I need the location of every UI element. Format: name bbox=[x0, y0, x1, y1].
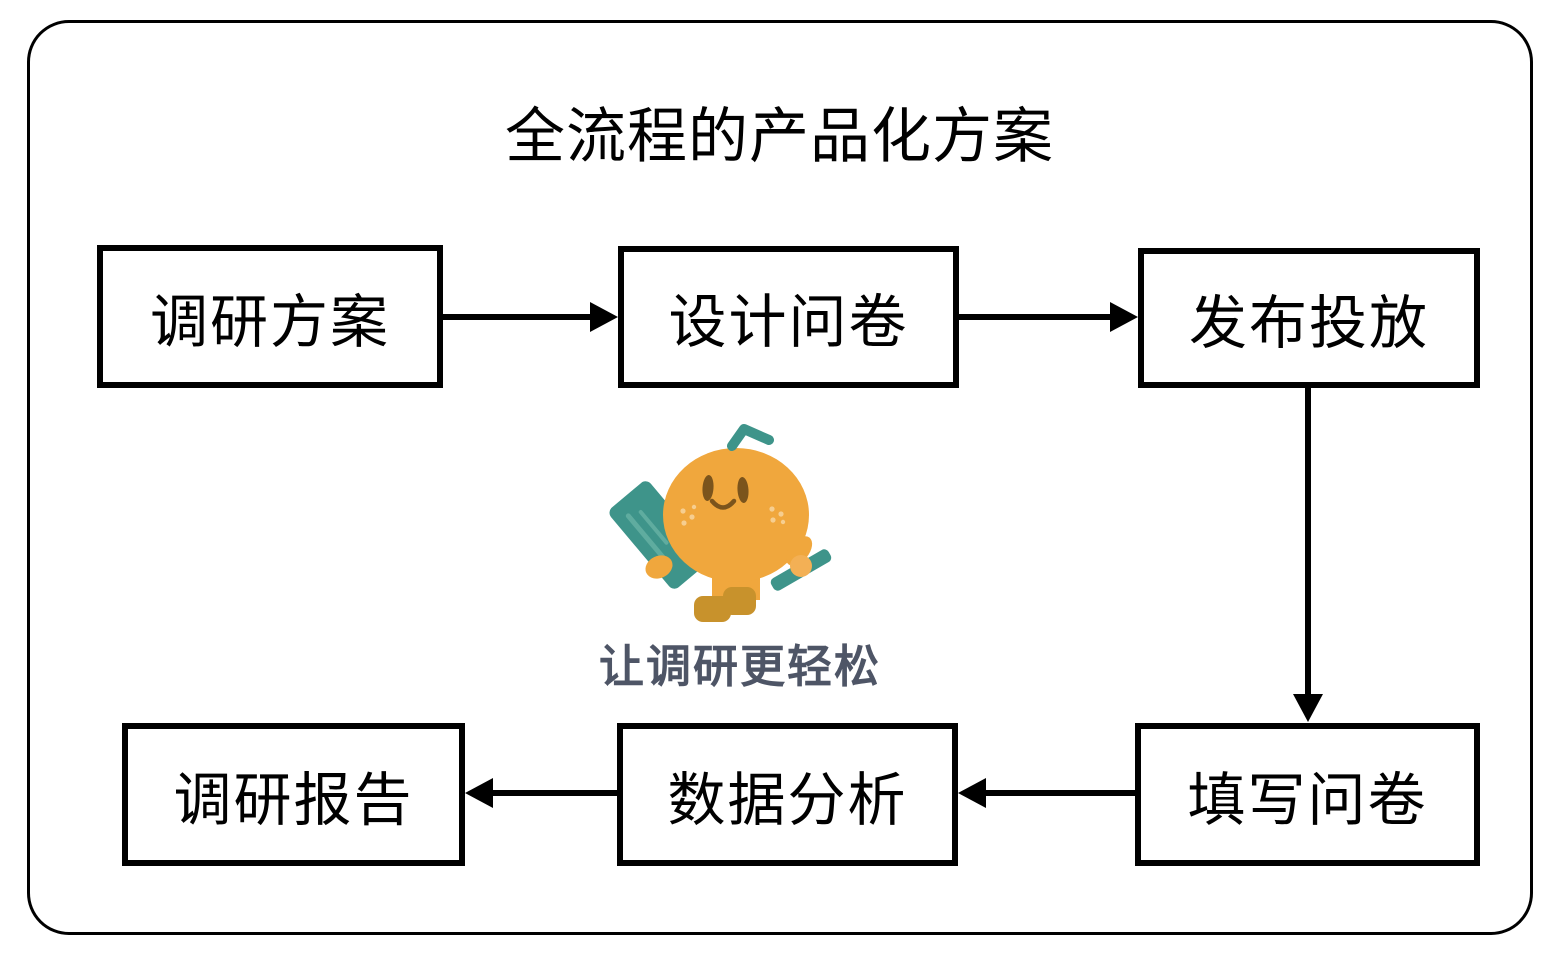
flow-node-report: 调研报告 bbox=[122, 723, 465, 866]
flow-node-plan: 调研方案 bbox=[97, 245, 443, 388]
flow-node-analyze: 数据分析 bbox=[617, 723, 958, 866]
mascot-tagline: 让调研更轻松 bbox=[540, 630, 940, 695]
flow-node-fill: 填写问卷 bbox=[1135, 723, 1480, 866]
flow-node-report-label: 调研报告 bbox=[173, 767, 414, 833]
flow-node-design: 设计问卷 bbox=[618, 246, 959, 388]
flow-node-publish-label: 发布投放 bbox=[1188, 291, 1429, 356]
flow-node-fill-label: 填写问卷 bbox=[1187, 767, 1428, 833]
flow-node-design-label: 设计问卷 bbox=[668, 290, 909, 355]
flow-node-plan-label: 调研方案 bbox=[149, 289, 390, 355]
flow-node-analyze-label: 数据分析 bbox=[667, 767, 908, 833]
mascot-tagline-text: 让调研更轻松 bbox=[598, 641, 881, 692]
diagram-title: 全流程的产品化方案 bbox=[505, 103, 1054, 170]
flow-node-publish: 发布投放 bbox=[1138, 248, 1480, 388]
